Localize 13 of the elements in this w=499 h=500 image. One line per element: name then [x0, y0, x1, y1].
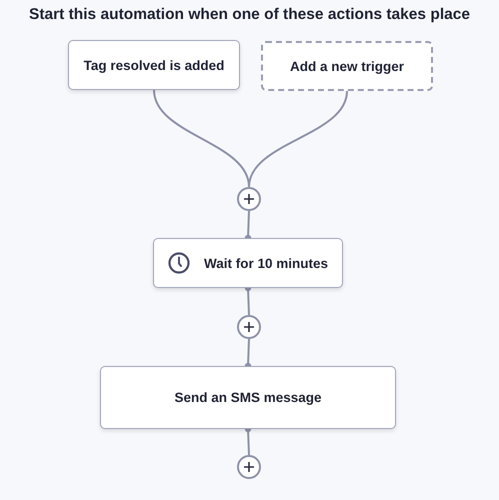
add-circle: [237, 315, 261, 339]
step-label: Tag resolved is added: [84, 58, 224, 72]
step-label: Add a new trigger: [290, 58, 404, 74]
step-box: [153, 238, 343, 288]
add-circle: [237, 187, 261, 211]
connector-line: [248, 90, 348, 188]
add-circle: [237, 455, 261, 479]
title: Start this automation when one of these actions takes place: [28, 6, 471, 24]
placeholder-box: [261, 41, 433, 91]
step-box: [68, 40, 240, 90]
step-label: Wait for 10 minutes: [204, 256, 328, 270]
step-label: Send an SMS message: [174, 390, 322, 405]
step-box: [100, 366, 396, 429]
